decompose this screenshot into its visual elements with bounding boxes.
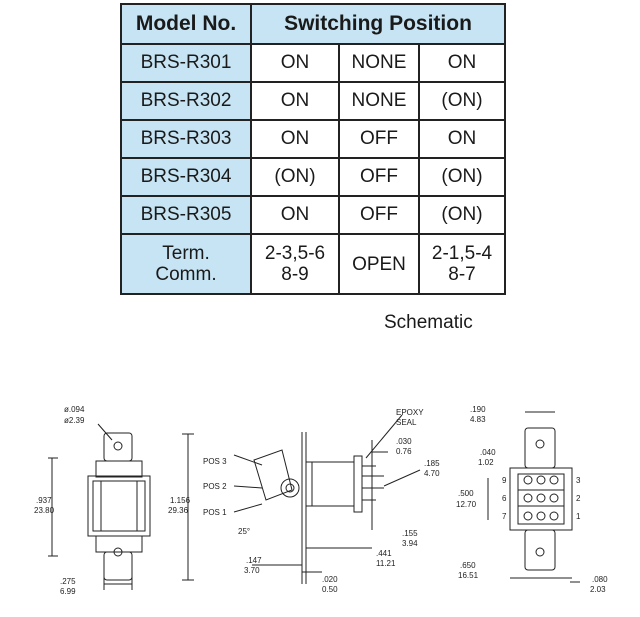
side-d5-in: .147 — [246, 556, 262, 565]
side-d2-mm: 4.70 — [424, 469, 440, 478]
model-cell: BRS-R302 — [120, 81, 252, 121]
term-position-3-cell: 2-1,5-4 8-7 — [418, 233, 506, 295]
front-hole-in: ø.094 — [64, 405, 85, 414]
model-cell: BRS-R303 — [120, 119, 252, 159]
header-model-no: Model No. — [120, 3, 252, 45]
front-w-mm: 6.99 — [60, 587, 76, 596]
side-d1-mm: 0.76 — [396, 447, 412, 456]
pos1-label: POS 1 — [203, 508, 227, 517]
side-view-drawing — [233, 414, 421, 584]
position-2-cell: NONE — [338, 81, 420, 121]
term-comm-label: Term. Comm. — [120, 233, 252, 295]
back-d2-in: .040 — [480, 448, 496, 457]
term-p3-line1: 2-1,5-4 — [431, 243, 493, 264]
position-2-cell: NONE — [338, 43, 420, 83]
position-1-cell: ON — [250, 119, 340, 159]
back-d1-mm: 4.83 — [470, 415, 486, 424]
table-row: BRS-R302 ON NONE (ON) — [120, 81, 506, 121]
model-cell: BRS-R304 — [120, 157, 252, 197]
table-row: BRS-R304 (ON) OFF (ON) — [120, 157, 506, 197]
side-d3-mm: 3.94 — [402, 539, 418, 548]
back-d5-mm: 2.03 — [590, 585, 606, 594]
position-1-cell: ON — [250, 81, 340, 121]
back-term-right: 2 — [576, 494, 581, 503]
back-term-left: 6 — [502, 494, 507, 503]
position-2-cell: OFF — [338, 195, 420, 235]
term-p3-line2: 8-7 — [448, 264, 476, 285]
side-d4-mm: 11.21 — [376, 559, 396, 568]
front-h1-in: .937 — [36, 496, 52, 505]
table-row: BRS-R305 ON OFF (ON) — [120, 195, 506, 235]
position-3-cell: ON — [418, 43, 506, 83]
header-switching-position: Switching Position — [250, 3, 506, 45]
back-d2-mm: 1.02 — [478, 458, 494, 467]
side-d4-in: .441 — [376, 549, 392, 558]
position-3-cell: (ON) — [418, 81, 506, 121]
switching-table: Model No. Switching Position BRS-R301 ON… — [120, 3, 506, 295]
position-2-cell: OFF — [338, 119, 420, 159]
epoxy-label-line2: SEAL — [396, 418, 417, 427]
side-d2-in: .185 — [424, 459, 440, 468]
position-3-cell: (ON) — [418, 195, 506, 235]
table-header-row: Model No. Switching Position — [120, 3, 506, 45]
side-d6-mm: 0.50 — [322, 585, 338, 594]
pos2-label: POS 2 — [203, 482, 227, 491]
back-d4-in: .650 — [460, 561, 476, 570]
side-d1-in: .030 — [396, 437, 412, 446]
table-row: BRS-R301 ON NONE ON — [120, 43, 506, 83]
term-p1-line1: 2-3,5-6 — [264, 243, 326, 264]
pos3-label: POS 3 — [203, 457, 227, 466]
term-position-2-cell: OPEN — [338, 233, 420, 295]
front-h2-in: 1.156 — [170, 496, 191, 505]
table-row: BRS-R303 ON OFF ON — [120, 119, 506, 159]
epoxy-label-line1: EPOXY — [396, 408, 424, 417]
front-hole-mm: ø2.39 — [64, 416, 85, 425]
back-d5-in: .080 — [592, 575, 608, 584]
angle-label: 25° — [238, 527, 250, 536]
side-d6-in: .020 — [322, 575, 338, 584]
side-d3-in: .155 — [402, 529, 418, 538]
back-term-left: 7 — [502, 512, 507, 521]
position-1-cell: ON — [250, 43, 340, 83]
back-term-right: 3 — [576, 476, 581, 485]
position-3-cell: ON — [418, 119, 506, 159]
schematic-caption: Schematic — [384, 312, 473, 333]
position-1-cell: (ON) — [250, 157, 340, 197]
front-h1-mm: 23.80 — [34, 506, 55, 515]
back-view-drawing — [487, 411, 580, 583]
model-cell: BRS-R301 — [120, 43, 252, 83]
model-cell: BRS-R305 — [120, 195, 252, 235]
back-d3-in: .500 — [458, 489, 474, 498]
front-w-in: .275 — [60, 577, 76, 586]
back-d3-mm: 12.70 — [456, 500, 477, 509]
position-1-cell: ON — [250, 195, 340, 235]
back-term-left: 9 — [502, 476, 507, 485]
term-position-1-cell: 2-3,5-6 8-9 — [250, 233, 340, 295]
term-p1-line2: 8-9 — [281, 264, 309, 285]
front-view-drawing — [48, 423, 194, 590]
term-label-line2: Comm. — [155, 264, 217, 285]
side-d5-mm: 3.70 — [244, 566, 260, 575]
term-label-line1: Term. — [162, 243, 210, 264]
back-d1-in: .190 — [470, 405, 486, 414]
position-3-cell: (ON) — [418, 157, 506, 197]
position-2-cell: OFF — [338, 157, 420, 197]
term-comm-row: Term. Comm. 2-3,5-6 8-9 OPEN 2-1,5-4 8-7 — [120, 233, 506, 295]
back-d4-mm: 16.51 — [458, 571, 479, 580]
back-term-right: 1 — [576, 512, 581, 521]
front-h2-mm: 29.36 — [168, 506, 189, 515]
